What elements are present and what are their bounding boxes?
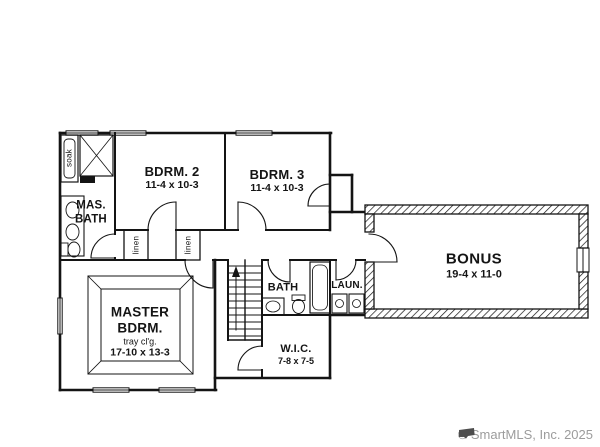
room-label-bdrm3: BDRM. 3 11-4 x 10-3 [250,167,305,195]
room-dims: 17-10 x 13-3 [110,347,170,360]
sink [265,300,281,313]
toilet [67,241,81,258]
window-symbols [57,130,590,393]
room-name: BDRM. [117,320,163,336]
room-dims: 19-4 x 11-0 [446,268,502,281]
room-dims: 11-4 x 10-3 [250,182,304,195]
linen-closets [123,229,201,261]
room-label-bdrm2: BDRM. 2 11-4 x 10-3 [145,164,200,192]
room-label-bath: BATH [268,282,299,295]
sink [65,223,80,241]
connecticut-state-icon [458,428,475,439]
soak-tub [60,134,79,183]
soak-tub-label: soak [64,148,74,168]
room-name: LAUN. [331,280,363,292]
room-label-wic: W.I.C. 7-8 x 7-5 [278,343,314,367]
shower [79,134,114,177]
room-name: W.I.C. [280,343,312,356]
room-label-master-bedroom: MASTER BDRM. tray cl'g. 17-10 x 13-3 [110,305,170,360]
master-bath-fixtures [60,134,114,258]
room-dims: 7-8 x 7-5 [277,356,315,367]
washer [331,293,348,314]
linen-closet-label-left: linen [131,235,141,255]
toilet [292,299,305,314]
sink [65,201,80,219]
stairs [227,259,263,341]
vanity [261,297,285,316]
room-name: BATH [267,281,299,294]
room-name: BATH [75,213,107,225]
interior-walls [59,132,366,379]
vanity [60,195,85,257]
bathtub [309,261,331,314]
door-swings [90,183,398,371]
room-name: BDRM. 2 [144,164,200,180]
tray-ceiling-outline [87,275,194,375]
laundry-fixtures [331,293,365,314]
watermark-text: © SmartMLS, Inc. 2025 [457,427,593,442]
room-name: BONUS [445,250,503,268]
room-label-laundry: LAUN. [331,280,363,292]
room-label-master-bath: MAS. BATH [75,199,107,226]
hall-bath-fixtures [261,261,331,316]
exterior-walls [58,131,367,392]
room-name: BDRM. 3 [249,167,305,183]
bonus-room-walls [364,204,589,319]
room-label-bonus: BONUS 19-4 x 11-0 [446,251,502,282]
dryer [348,293,365,314]
room-name: MASTER [110,304,170,320]
room-name: MAS. [76,199,106,212]
linen-closet-label-right: linen [183,235,193,255]
room-dims: 11-4 x 10-3 [145,179,199,192]
ceiling-note: tray cl'g. [123,336,157,347]
watermark: © SmartMLS, Inc. 2025 [458,427,593,442]
